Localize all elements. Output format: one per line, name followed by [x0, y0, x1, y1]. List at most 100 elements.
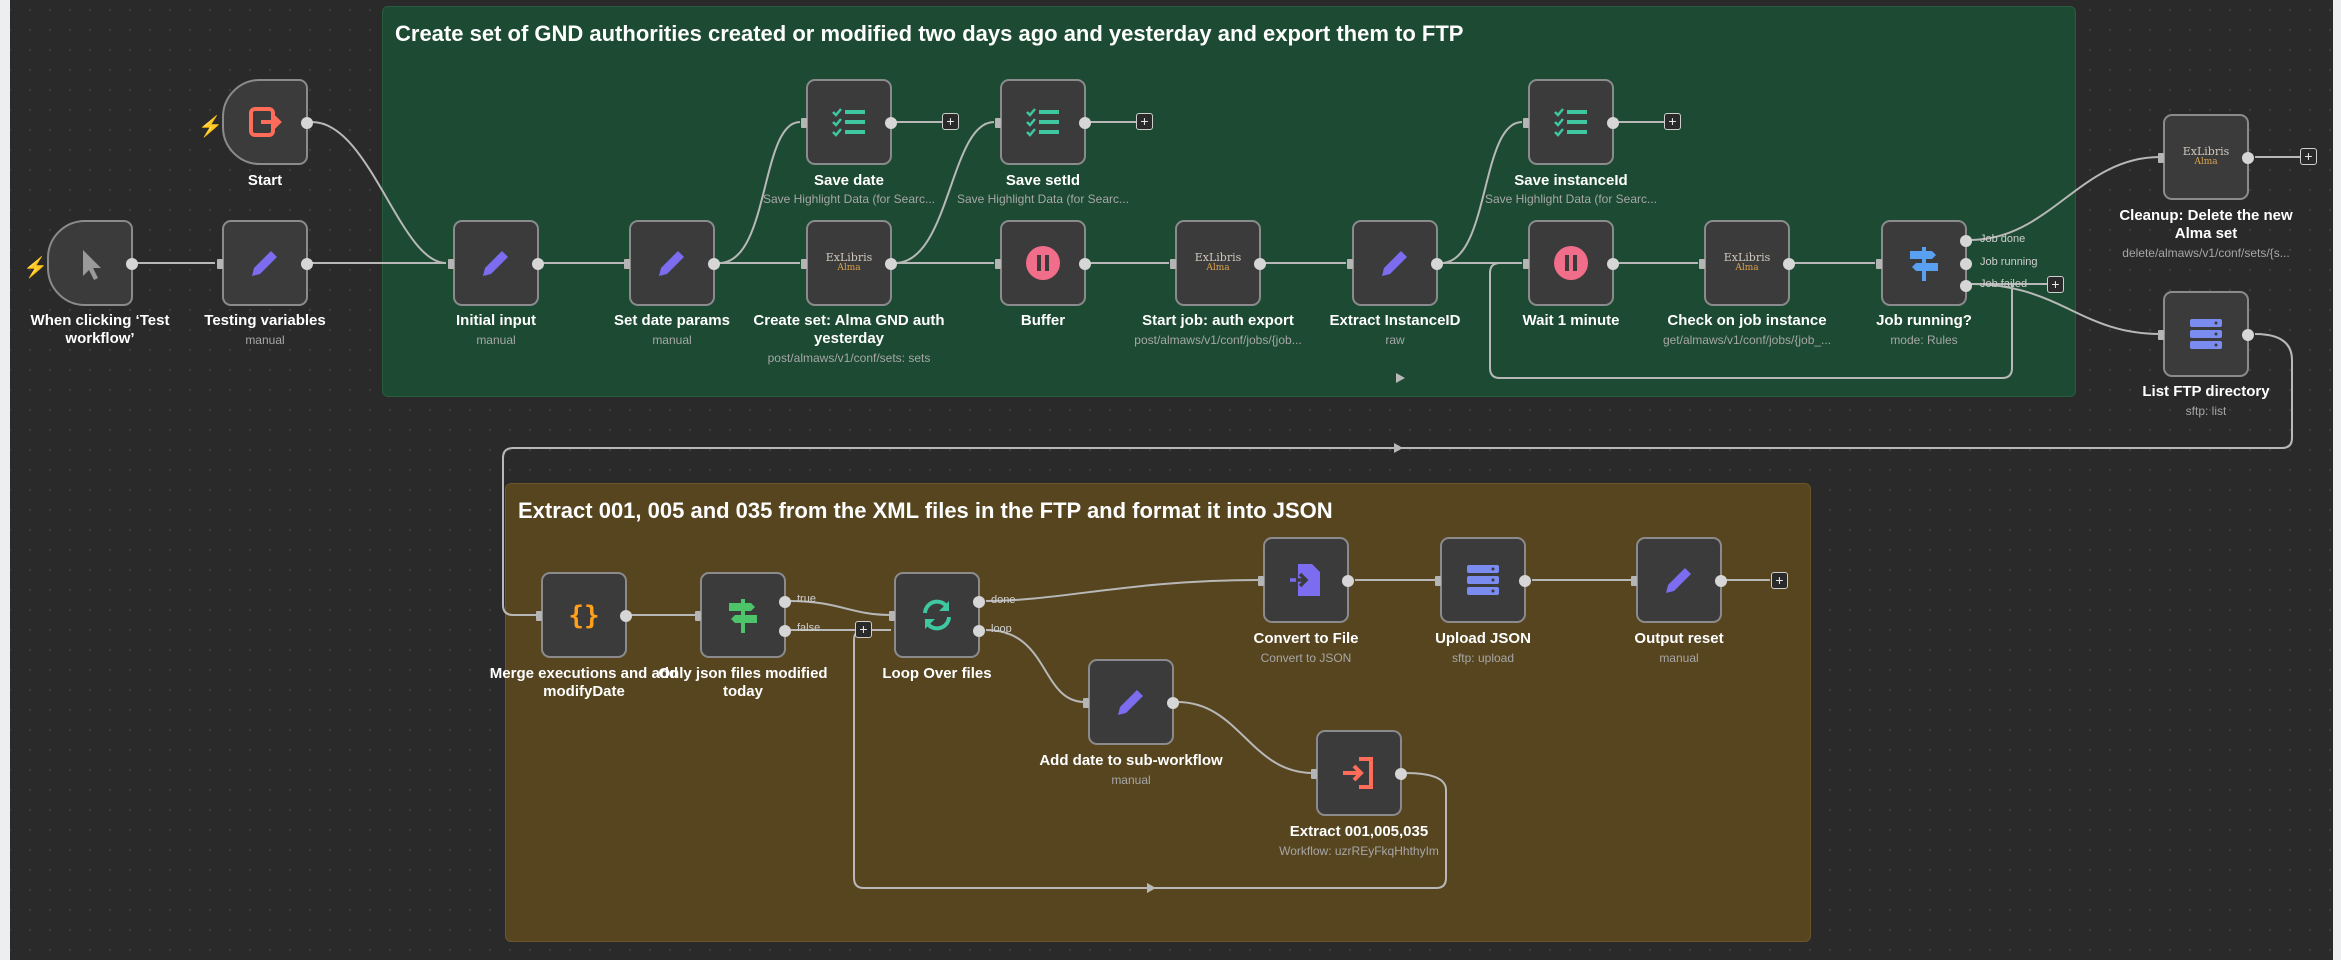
node-extract-001[interactable] [1311, 730, 1407, 816]
output-port[interactable] [532, 258, 544, 270]
input-port[interactable] [1311, 769, 1317, 779]
node-label: Only json files modified today [658, 665, 828, 700]
output-port[interactable] [885, 258, 897, 270]
add-node-button[interactable]: + [2047, 276, 2064, 293]
output-port[interactable] [1395, 768, 1407, 780]
output-port[interactable] [1079, 117, 1091, 129]
output-port[interactable] [301, 117, 313, 129]
sticky-note-gnd-export[interactable]: Create set of GND authorities created or… [382, 6, 2076, 397]
output-port[interactable] [1783, 258, 1795, 270]
output-port[interactable] [1342, 575, 1354, 587]
node-extract-instanceid[interactable] [1347, 220, 1443, 306]
node-buffer[interactable] [995, 220, 1091, 306]
output-port[interactable] [1079, 258, 1091, 270]
add-node-button[interactable]: + [1771, 572, 1788, 589]
node-save-setid[interactable] [995, 79, 1091, 165]
add-node-button[interactable]: + [942, 113, 959, 130]
input-port[interactable] [1083, 698, 1089, 708]
node-subtitle: Save Highlight Data (for Searc... [956, 192, 1130, 206]
input-port[interactable] [536, 611, 542, 621]
node-subtitle: Save Highlight Data (for Searc... [1484, 192, 1658, 206]
input-port[interactable] [1347, 259, 1353, 269]
input-port[interactable] [801, 118, 807, 128]
output-port[interactable] [1167, 697, 1179, 709]
output-port-done[interactable] [973, 596, 985, 608]
trigger-bolt-icon: ⚡ [23, 257, 48, 279]
sticky-note-extract-json[interactable]: Extract 001, 005 and 035 from the XML fi… [505, 483, 1811, 942]
output-port[interactable] [1519, 575, 1531, 587]
node-manual-trigger[interactable]: ⚡ [23, 220, 138, 306]
output-port[interactable] [708, 258, 720, 270]
input-port[interactable] [801, 259, 807, 269]
pencil-icon [483, 251, 508, 276]
node-upload-json[interactable] [1435, 537, 1531, 623]
input-port[interactable] [2158, 153, 2164, 163]
output-port[interactable] [2242, 152, 2254, 164]
node-merge[interactable]: {} [536, 572, 632, 658]
input-port[interactable] [217, 259, 223, 269]
node-job-running[interactable] [1876, 220, 1972, 306]
output-port[interactable] [1607, 258, 1619, 270]
node-only-json[interactable] [695, 572, 791, 658]
output-label: Job failed [1980, 278, 2028, 290]
node-testing-variables[interactable] [217, 220, 313, 306]
output-port[interactable] [620, 610, 632, 622]
output-port-false[interactable] [779, 625, 791, 637]
node-loop[interactable] [889, 572, 985, 658]
input-port[interactable] [1523, 259, 1529, 269]
output-port-job-done[interactable] [1960, 235, 1972, 247]
input-port[interactable] [1876, 259, 1882, 269]
output-port-true[interactable] [779, 596, 791, 608]
input-port[interactable] [695, 611, 701, 621]
output-port[interactable] [301, 258, 313, 270]
output-port-job-failed[interactable] [1960, 280, 1972, 292]
output-port[interactable] [1715, 575, 1727, 587]
input-port[interactable] [1170, 259, 1176, 269]
connection [311, 121, 447, 264]
input-port[interactable] [1631, 576, 1637, 586]
output-port[interactable] [1254, 258, 1266, 270]
node-subtitle: manual [1659, 651, 1699, 665]
node-label: Check on job instance [1667, 312, 1827, 329]
input-port[interactable] [1523, 118, 1529, 128]
node-convert[interactable] [1258, 537, 1354, 623]
node-start[interactable]: ⚡ [198, 79, 313, 165]
input-port[interactable] [995, 118, 1001, 128]
input-port[interactable] [2158, 330, 2164, 340]
output-port-loop[interactable] [973, 625, 985, 637]
add-node-button[interactable]: + [2300, 148, 2317, 165]
node-save-instanceid[interactable] [1523, 79, 1619, 165]
output-port[interactable] [2242, 329, 2254, 341]
node-set-date-params[interactable] [624, 220, 720, 306]
output-port-job-running[interactable] [1960, 258, 1972, 270]
add-node-button[interactable]: + [1136, 113, 1153, 130]
pause-icon [1026, 246, 1060, 280]
input-port[interactable] [1258, 576, 1264, 586]
node-add-date[interactable] [1083, 659, 1179, 745]
checklist-icon [832, 108, 865, 137]
output-port[interactable] [126, 258, 138, 270]
output-port[interactable] [1431, 258, 1443, 270]
node-subtitle: post/almaws/v1/conf/jobs/{job... [1134, 333, 1302, 347]
node-save-date[interactable] [801, 79, 897, 165]
add-node-button[interactable]: + [855, 621, 872, 638]
node-output-reset[interactable] [1631, 537, 1727, 623]
input-port[interactable] [624, 259, 630, 269]
output-port[interactable] [1607, 117, 1619, 129]
input-port[interactable] [1435, 576, 1441, 586]
output-label: true [797, 593, 816, 605]
add-node-button[interactable]: + [1664, 113, 1681, 130]
node-initial-input[interactable] [448, 220, 544, 306]
input-port[interactable] [995, 259, 1001, 269]
input-port[interactable] [448, 259, 454, 269]
node-wait[interactable] [1523, 220, 1619, 306]
input-port[interactable] [1699, 259, 1705, 269]
output-port[interactable] [885, 117, 897, 129]
node-label: Start job: auth export [1142, 312, 1294, 329]
input-port[interactable] [889, 611, 895, 621]
node-list-ftp[interactable] [2158, 291, 2254, 377]
